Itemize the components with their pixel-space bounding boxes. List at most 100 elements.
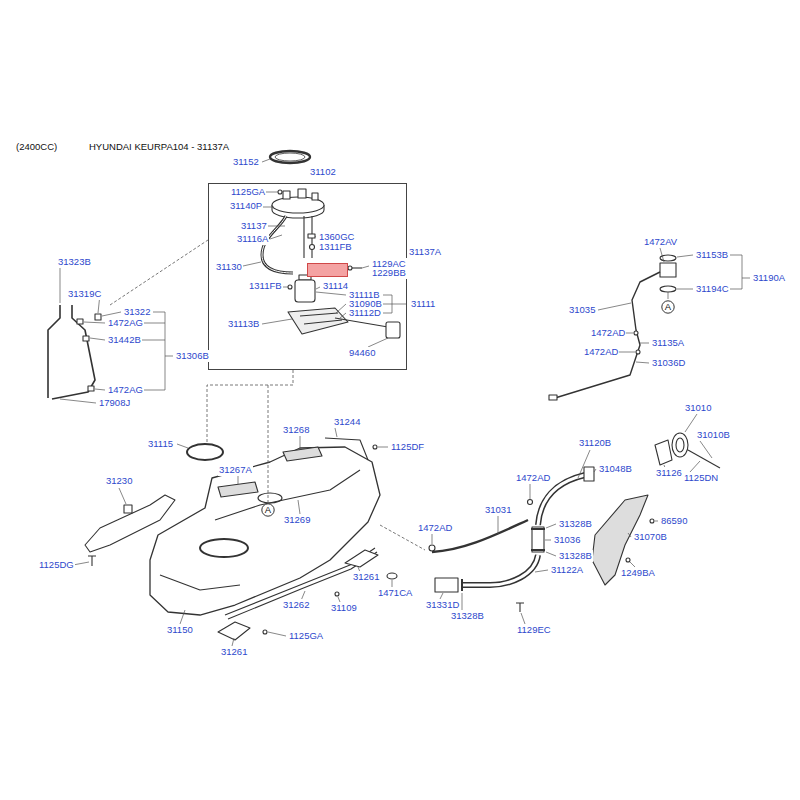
- part-outline: [352, 267, 362, 268]
- part-outline: [676, 438, 684, 452]
- part-outline: [200, 539, 248, 557]
- highlighted-part-number: 31137A: [408, 246, 442, 258]
- callout-number: 31010: [684, 402, 712, 414]
- part-outline: [283, 191, 290, 199]
- part-outline: [88, 386, 94, 391]
- callout-number: 31111: [410, 298, 436, 310]
- dashed-guide: [268, 385, 269, 502]
- leader-line: [730, 255, 750, 289]
- diagram-title: HYUNDAI KEURPA104 - 31137A: [88, 141, 230, 153]
- callout-number: 31010B: [696, 429, 731, 441]
- callout-number: 31070B: [633, 531, 668, 543]
- leader-line: [60, 159, 750, 646]
- part-outline: [218, 622, 250, 640]
- callout-number: 1472AD: [583, 346, 619, 358]
- callout-number: 31152: [232, 156, 260, 168]
- callout-number: 31261: [352, 571, 380, 583]
- part-outline: [263, 630, 267, 634]
- part-outline: [584, 467, 594, 481]
- part-outline: [308, 234, 315, 238]
- callout-number: 1311FB: [248, 280, 283, 292]
- part-outline: [150, 447, 380, 615]
- callout-number: 31328B: [450, 610, 485, 622]
- part-outline: [88, 556, 96, 566]
- callout-number: 31113B: [227, 318, 260, 330]
- callout-number: 31244: [333, 416, 361, 428]
- part-outline: [528, 500, 533, 505]
- part-outline: [516, 603, 524, 612]
- callout-number: 31130: [215, 261, 243, 273]
- callout-number: 31190A: [752, 272, 786, 284]
- callout-number: 1125GA: [230, 186, 266, 198]
- dashed-guide: [207, 370, 293, 442]
- part-outline: [348, 266, 352, 270]
- callout-number: 31036D: [651, 357, 686, 369]
- dashed-guide: [110, 240, 208, 305]
- part-outline: [218, 482, 258, 497]
- part-outline: [626, 558, 630, 562]
- part-outline: [312, 193, 318, 200]
- part-outline: [288, 308, 348, 334]
- part-outline: [124, 505, 132, 513]
- callout-number: 31323B: [57, 256, 92, 268]
- callout-number: 31135A: [651, 337, 685, 349]
- part-outline: [310, 245, 315, 250]
- leader-line: [142, 312, 173, 390]
- part-outline: [48, 151, 720, 640]
- part-outline: [660, 263, 676, 277]
- callout-number: 1129EC: [516, 624, 552, 636]
- callout-number: 31262: [282, 599, 310, 611]
- callout-number: 31114: [322, 280, 349, 292]
- part-outline: [688, 450, 720, 468]
- callout-number: 31116A: [236, 233, 269, 245]
- part-outline: [48, 305, 60, 398]
- part-outline: [77, 319, 83, 324]
- reference-circle: A: [661, 300, 675, 314]
- part-outline: [278, 190, 282, 194]
- callout-number: 1125DG: [38, 559, 75, 571]
- leader-line: [440, 521, 658, 624]
- callout-number: 1472AD: [590, 327, 626, 339]
- part-outline: [52, 305, 95, 399]
- part-outline: [650, 519, 654, 523]
- leader-line: [432, 414, 712, 544]
- callout-number: 1229BB: [371, 267, 407, 279]
- part-outline: [660, 286, 676, 292]
- callout-number: 31319C: [67, 288, 102, 300]
- callout-number: 1472AD: [515, 472, 551, 484]
- part-outline: [283, 447, 322, 461]
- callout-number: 31109: [330, 602, 358, 614]
- part-outline: [275, 153, 305, 161]
- callout-number: 31306B: [175, 350, 210, 362]
- leader-line: [180, 567, 392, 646]
- callout-number: 94460: [348, 347, 376, 359]
- group-heading: 31102: [309, 166, 337, 178]
- callout-number: 31261: [220, 646, 248, 658]
- callout-number: 1472AG: [107, 317, 144, 329]
- highlight-box: 31137A: [307, 263, 348, 277]
- part-outline: [555, 272, 660, 398]
- callout-number: 31122A: [550, 564, 584, 576]
- callout-number: 31268: [282, 424, 310, 436]
- part-outline: [549, 395, 557, 400]
- callout-number: 86590: [660, 515, 688, 527]
- callout-number: 31126: [655, 467, 683, 479]
- callout-number: 1472AV: [643, 236, 678, 248]
- reference-letter: A: [265, 504, 271, 516]
- callout-number: 31031: [484, 504, 512, 516]
- leader-line: [73, 428, 388, 565]
- part-outline: [83, 336, 89, 341]
- callout-number: 17908J: [98, 397, 131, 409]
- callout-number: 1472AD: [417, 522, 453, 534]
- leader-line: [383, 295, 407, 313]
- part-outline: [435, 578, 458, 592]
- callout-number: 1249BA: [620, 567, 656, 579]
- part-outline: [532, 527, 544, 552]
- part-outline: [335, 592, 339, 596]
- part-outline: [295, 280, 315, 302]
- callout-number: (2400CC): [15, 141, 58, 153]
- callout-number: 1125DN: [683, 472, 719, 484]
- part-outline: [386, 322, 400, 338]
- part-outline: [387, 573, 397, 579]
